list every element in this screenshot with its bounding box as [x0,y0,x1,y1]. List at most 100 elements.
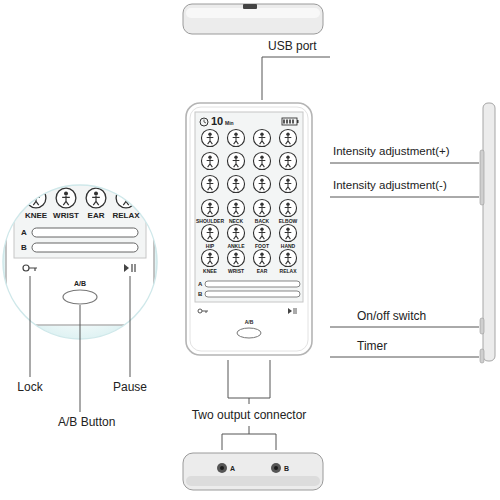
usb-port [243,4,257,9]
channel-letter: A [21,229,27,237]
port-letter: B [284,465,289,472]
mode-label: HAND [281,244,295,249]
top-highlight [186,8,320,18]
intensity-bar [32,228,138,237]
zoom-mode-label: KNEE [25,212,47,220]
callout-label: Timer [357,340,387,352]
mode-label: FOOT [255,244,269,249]
mode-label: BACK [255,219,269,224]
mode-label: RELAX [280,269,297,274]
battery-tip [297,120,299,123]
output-jack [271,463,281,473]
mode-label: EAR [257,269,268,274]
mode-icon [279,224,296,241]
pause-icon [132,264,135,272]
leader-line [222,360,276,450]
callout-label: USB port [268,40,317,52]
mode-icon [279,249,296,266]
clock-hands [204,120,206,124]
mode-label: SHOULDER [196,219,224,224]
mode-icon [253,175,270,192]
zoom-mode-label: WRIST [53,212,79,220]
zoom-screen [14,110,146,258]
mode-icon [279,175,296,192]
timer-unit: Min [225,121,234,126]
device-side-view [483,103,495,361]
leader-line [262,57,330,100]
mode-icon [279,152,296,169]
button-label: A/B [245,320,254,325]
mode-icon [253,199,270,216]
ab-button [237,328,261,338]
mode-label: ELBOW [279,219,298,224]
intensity-bar [205,281,300,287]
callout-label: Intensity adjustment(-) [333,180,447,192]
output-jack-hole [220,466,224,470]
ab-button [63,290,97,304]
pause-icon [288,308,292,314]
mode-label: HIP [206,244,214,249]
device-bottom-view [183,453,323,490]
mode-icon [227,129,244,146]
mode-icon [201,129,218,146]
lock-icon [29,268,37,271]
timer-button [480,349,484,363]
zoom-mode-label: EAR [88,212,105,220]
mode-icon [201,199,218,216]
mode-icon [227,199,244,216]
mode-icon [86,188,106,208]
channel-letter: B [198,291,202,297]
mode-icon [253,224,270,241]
intensity-buttons [480,150,484,205]
mode-icon [227,249,244,266]
mode-icon [279,199,296,216]
mode-icon [253,249,270,266]
channel-letter: B [21,244,27,252]
mode-icon [201,224,218,241]
clock-icon [200,118,208,126]
mode-icon [56,188,76,208]
intensity-bar [32,243,138,252]
mode-icon [253,152,270,169]
mode-icon [279,129,296,146]
lock-icon [202,311,208,313]
mode-label: WRIST [228,269,244,274]
mode-label: NECK [229,219,243,224]
pause-icon [294,308,296,314]
battery-icon [282,118,297,125]
callout-label: Pause [113,381,147,393]
callout-label: A/B Button [58,416,115,428]
lock-icon [198,309,202,313]
port-letter: A [230,465,235,472]
mode-label: ANKLE [227,244,244,249]
callout-label: Two output connector [192,409,307,421]
zoom-device-body [6,110,154,325]
bottom-shade [186,476,320,486]
lock-icon [23,265,29,271]
device-top-view [183,4,323,34]
output-jack [217,463,227,473]
pause-icon [124,264,129,272]
mode-icons [201,129,296,266]
device-rim [190,107,308,351]
intensity-bar [205,291,300,297]
device-body [186,103,312,355]
callout-label: Lock [17,381,42,393]
mode-icon [116,188,136,208]
callout-label: Intensity adjustment(+) [333,146,450,158]
power-button [480,318,484,334]
button-label: A/B [74,280,86,287]
timer-digits: 10 [211,116,223,127]
mode-icon [201,175,218,192]
leader-line [330,163,479,357]
mode-icon [227,152,244,169]
mode-icon [227,224,244,241]
zoom-mode-label: RELAX [112,212,139,220]
mode-icon [227,175,244,192]
channel-letter: A [198,281,202,287]
zoom-detail [6,110,154,325]
battery-bars [284,120,293,124]
mode-icon [201,152,218,169]
mode-label: KNEE [203,269,217,274]
